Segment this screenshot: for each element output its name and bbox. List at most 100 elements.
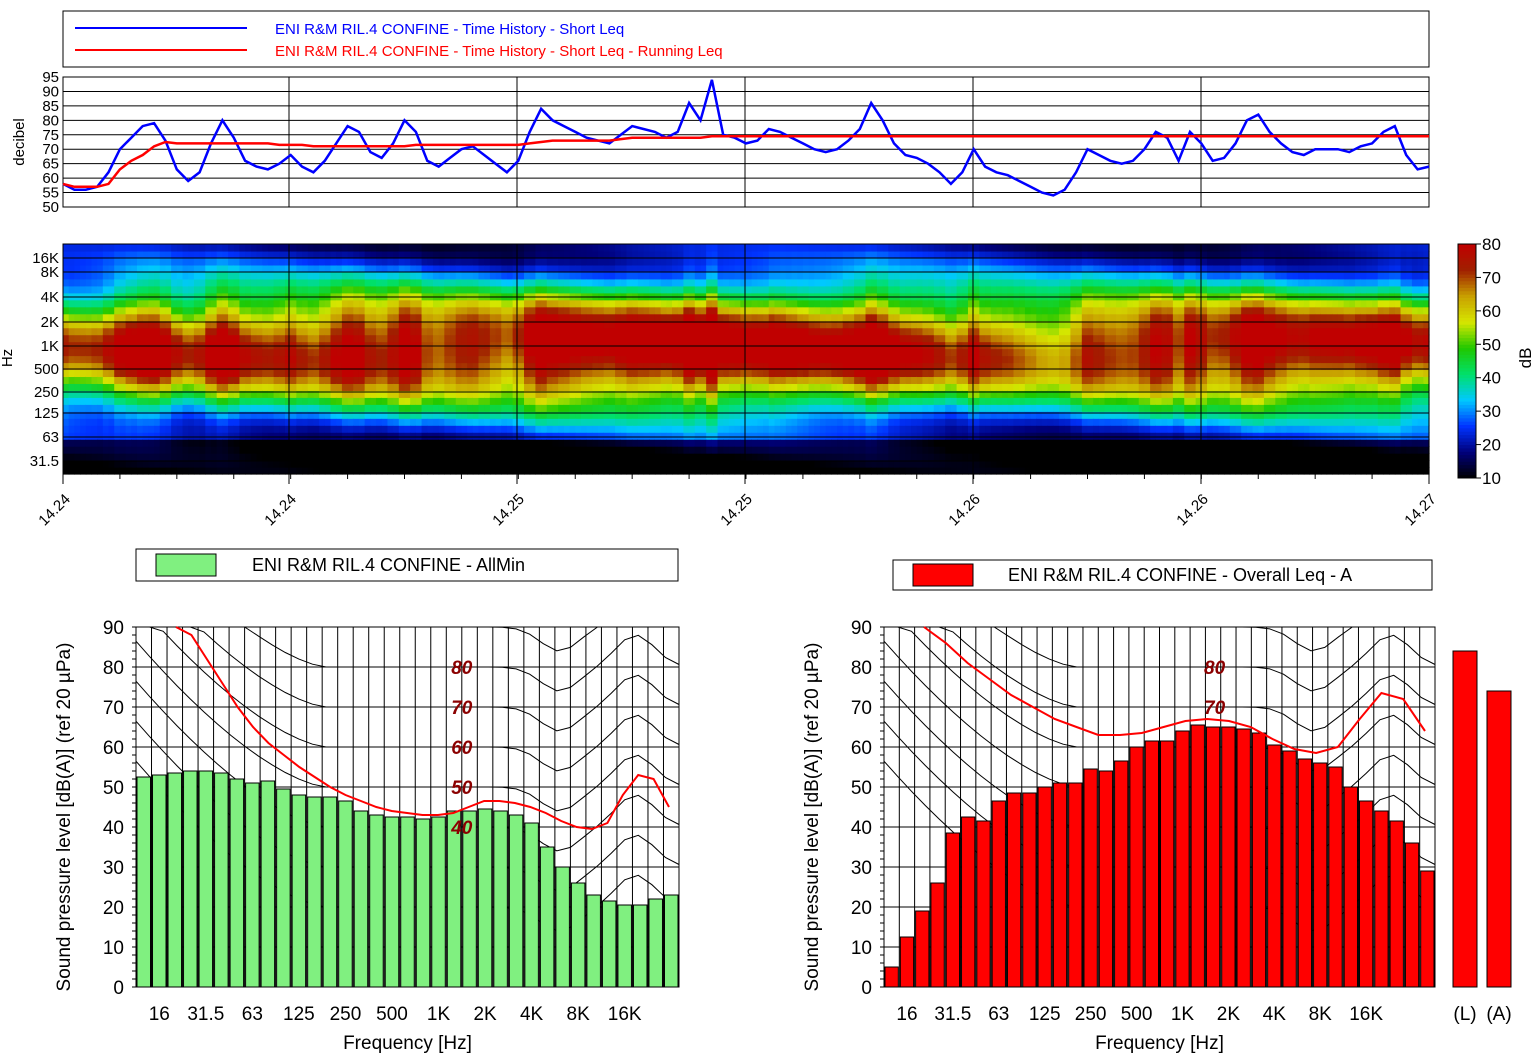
spectrogram-cell <box>547 265 553 273</box>
spectrogram-cell <box>473 467 479 475</box>
spectrogram-cell <box>649 425 655 433</box>
spectrogram-cell <box>695 244 701 252</box>
spectrogram-cell <box>490 369 496 377</box>
spectrogram-cell <box>575 467 581 475</box>
spectrogram-cell <box>814 404 820 412</box>
spectrogram-cell <box>763 418 769 426</box>
spectrogram-cell <box>718 342 724 350</box>
spectrogram-cell <box>160 356 166 364</box>
spectrogram-cell <box>604 453 610 461</box>
spectrogram-cell <box>331 432 337 440</box>
spectrogram-cell <box>126 376 132 384</box>
spectrogram-cell <box>262 335 268 343</box>
spectrogram-cell <box>126 446 132 454</box>
spectrogram-cell <box>883 418 889 426</box>
spectrogram-cell <box>177 342 183 350</box>
spectrogram-cell <box>148 418 154 426</box>
spectrogram-cell <box>194 453 200 461</box>
spectrogram-cell <box>467 376 473 384</box>
spectrogram-cell <box>490 272 496 280</box>
spectrogram-cell <box>666 279 672 287</box>
spectrogram-cell <box>74 467 80 475</box>
spectrogram-cell <box>359 300 365 308</box>
spectrogram-cell <box>723 244 729 252</box>
spectrogram-cell <box>251 390 257 398</box>
spectrogram-cell <box>416 244 422 252</box>
spectrogram-cell <box>843 279 849 287</box>
spectrogram-cell <box>621 418 627 426</box>
spectrogram-cell <box>416 390 422 398</box>
spectrogram-cell <box>530 411 536 419</box>
spectrogram-cell <box>501 467 507 475</box>
spectrogram-cell <box>644 397 650 405</box>
spectrogram-cell <box>416 383 422 391</box>
spectrogram-cell <box>712 383 718 391</box>
spectrogram-cell <box>530 349 536 357</box>
spectrogram-cell <box>393 265 399 273</box>
spectrogram-cell <box>160 349 166 357</box>
spectrogram-cell <box>86 439 92 447</box>
spectrogram-cell <box>615 258 621 266</box>
spectrogram-cell <box>114 349 120 357</box>
spectrogram-cell <box>188 418 194 426</box>
spectrogram-cell <box>735 383 741 391</box>
spectrogram-cell <box>763 286 769 294</box>
spectrogram-cell <box>609 279 615 287</box>
spectrogram-cell <box>866 328 872 336</box>
spectrogram-cell <box>894 251 900 259</box>
spectrogram-cell <box>80 411 86 419</box>
spectrogram-cell <box>786 418 792 426</box>
spectrogram-cell <box>769 300 775 308</box>
spectrogram-cell <box>484 467 490 475</box>
spectrogram-cell <box>700 467 706 475</box>
spectrogram-cell <box>729 335 735 343</box>
spectrogram-cell <box>234 342 240 350</box>
spectrogram-cell <box>148 467 154 475</box>
spectrogram-cell <box>587 439 593 447</box>
spectrogram-cell <box>200 404 206 412</box>
spectrogram-cell <box>387 279 393 287</box>
spectrogram-cell <box>251 397 257 405</box>
spectrogram-cell <box>535 369 541 377</box>
spectrogram-cell <box>490 244 496 252</box>
spectrogram-cell <box>74 265 80 273</box>
spectrogram-cell <box>632 446 638 454</box>
spectrogram-cell <box>188 383 194 391</box>
spectrogram-cell <box>376 279 382 287</box>
spectrogram-cell <box>478 397 484 405</box>
spectrogram-cell <box>695 404 701 412</box>
spectrogram-cell <box>405 432 411 440</box>
spectrogram-cell <box>456 272 462 280</box>
spectrogram-cell <box>535 328 541 336</box>
spectrogram-cell <box>615 439 621 447</box>
spectrogram-cell <box>575 432 581 440</box>
spectrogram-cell <box>91 258 97 266</box>
spectrogram-cell <box>165 425 171 433</box>
spectrogram-cell <box>649 335 655 343</box>
spectrogram-cell <box>257 258 263 266</box>
spectrogram-cell <box>888 265 894 273</box>
spectrogram-cell <box>80 418 86 426</box>
spectrogram-cell <box>826 307 832 315</box>
spectrogram-cell <box>410 342 416 350</box>
spectrogram-cell <box>291 328 297 336</box>
spectrogram-cell <box>399 244 405 252</box>
spectrogram-cell <box>683 328 689 336</box>
spectrogram-cell <box>422 286 428 294</box>
spectrogram-cell <box>604 335 610 343</box>
spectrogram-cell <box>342 251 348 259</box>
spectrogram-cell <box>308 453 314 461</box>
spectrogram-cell <box>450 300 456 308</box>
spectrogram-cell <box>718 425 724 433</box>
spectrogram-cell <box>245 300 251 308</box>
spectrogram-cell <box>552 356 558 364</box>
spectrogram-cell <box>450 418 456 426</box>
spectrogram-cell <box>774 265 780 273</box>
spectrogram-cell <box>387 404 393 412</box>
spectrogram-cell <box>809 300 815 308</box>
spectrogram-cell <box>399 411 405 419</box>
spectrogram-cell <box>729 467 735 475</box>
spectrogram-cell <box>109 342 115 350</box>
spectrogram-cell <box>399 404 405 412</box>
spectrogram-cell <box>433 258 439 266</box>
